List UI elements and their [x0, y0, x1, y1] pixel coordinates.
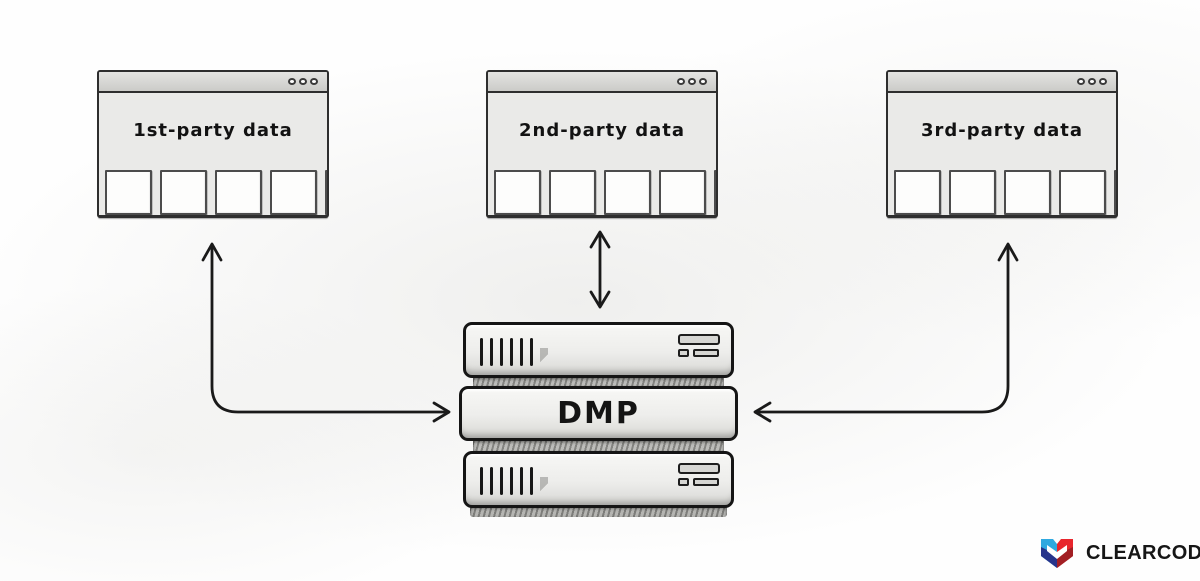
- card-row: [105, 170, 327, 215]
- card: [714, 170, 716, 215]
- shading-smudge: [540, 348, 548, 366]
- card: [659, 170, 706, 215]
- browser-window-2nd-party-data: 2nd-party data: [486, 70, 718, 218]
- window-label: 1st-party data: [133, 119, 293, 141]
- card: [1059, 170, 1106, 215]
- arrowhead-right-icon: [432, 401, 451, 423]
- server-unit-dmp: DMP: [459, 386, 738, 441]
- window-control-dot-icon: [1077, 78, 1085, 85]
- window-titlebar: [488, 72, 716, 93]
- clearcode-logo: CLEARCODE: [1037, 535, 1200, 572]
- server-drive-slots-icon: [678, 463, 722, 486]
- window-control-dot-icon: [1088, 78, 1096, 85]
- arrowhead-left-icon: [753, 401, 772, 423]
- card: [494, 170, 541, 215]
- clearcode-logo-icon: [1041, 539, 1073, 568]
- window-control-dot-icon: [699, 78, 707, 85]
- window-titlebar: [888, 72, 1116, 93]
- arrowhead-down-icon: [589, 290, 611, 309]
- card: [894, 170, 941, 215]
- shading-smudge: [540, 477, 548, 495]
- window-body: 2nd-party data: [488, 93, 716, 215]
- card: [105, 170, 152, 215]
- server-vents-icon: [480, 338, 548, 366]
- dmp-server-stack: DMP: [459, 322, 738, 517]
- window-body: 1st-party data: [99, 93, 327, 215]
- server-joint-hatch: [473, 377, 724, 387]
- arrow-2nd-party-to-dmp: [589, 230, 611, 309]
- browser-window-3rd-party-data: 3rd-party data: [886, 70, 1118, 218]
- window-control-dot-icon: [688, 78, 696, 85]
- dmp-label: DMP: [557, 396, 640, 431]
- window-control-dot-icon: [299, 78, 307, 85]
- card: [1004, 170, 1051, 215]
- server-unit-bottom: [463, 451, 734, 508]
- card: [1114, 170, 1116, 215]
- arrowhead-up-icon: [589, 230, 611, 249]
- card: [949, 170, 996, 215]
- arrowhead-up-icon: [997, 242, 1019, 262]
- arrow-3rd-party-to-dmp: [753, 242, 1019, 423]
- server-base-hatch: [470, 506, 727, 517]
- arrowhead-up-icon: [201, 242, 223, 262]
- server-joint-hatch: [473, 440, 724, 452]
- window-titlebar: [99, 72, 327, 93]
- window-body: 3rd-party data: [888, 93, 1116, 215]
- card: [270, 170, 317, 215]
- server-drive-slots-icon: [678, 334, 722, 357]
- arrow-1st-party-to-dmp: [201, 242, 451, 423]
- window-label: 3rd-party data: [920, 119, 1084, 141]
- window-control-dot-icon: [288, 78, 296, 85]
- server-vents-icon: [480, 467, 548, 495]
- card: [549, 170, 596, 215]
- server-unit-top: [463, 322, 734, 378]
- card: [325, 170, 327, 215]
- window-control-dot-icon: [677, 78, 685, 85]
- clearcode-logo-text: CLEARCODE: [1086, 542, 1200, 564]
- window-label: 2nd-party data: [519, 119, 685, 141]
- card: [604, 170, 651, 215]
- window-control-dot-icon: [310, 78, 318, 85]
- card-row: [894, 170, 1116, 215]
- card: [215, 170, 262, 215]
- card: [160, 170, 207, 215]
- card-row: [494, 170, 716, 215]
- window-control-dot-icon: [1099, 78, 1107, 85]
- browser-window-1st-party-data: 1st-party data: [97, 70, 329, 218]
